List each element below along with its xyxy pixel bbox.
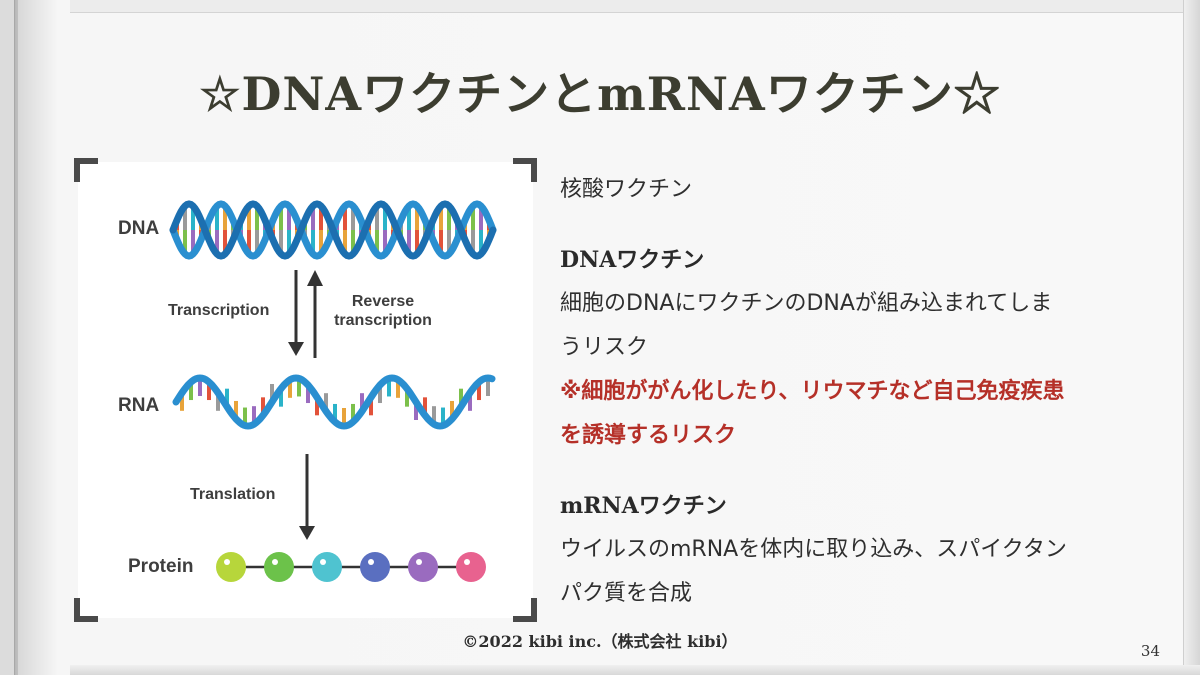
mrna-vaccine-desc-line1: ウイルスのmRNAを体内に取り込み、スパイクタン — [560, 537, 1067, 562]
transcription-label: Transcription — [168, 302, 269, 319]
translation-label: Translation — [190, 486, 275, 503]
dna-label: DNA — [118, 218, 159, 239]
slide-content: 核酸ワクチン DNAワクチン 細胞のDNAにワクチンのDNAが組み込まれてしま … — [560, 168, 1160, 616]
protein-bead-highlight — [320, 559, 326, 565]
nucleic-acid-vaccine-intro: 核酸ワクチン — [560, 177, 693, 202]
protein-beads — [216, 552, 486, 582]
protein-label: Protein — [128, 556, 193, 577]
protein-bead-highlight — [224, 559, 230, 565]
mrna-vaccine-heading: mRNAワクチン — [560, 493, 727, 519]
translation-arrow-down — [299, 454, 315, 540]
rna-label: RNA — [118, 395, 159, 416]
frame-corner-top-left — [74, 158, 98, 182]
protein-bead-highlight — [272, 559, 278, 565]
rna-strand — [172, 374, 496, 430]
protein-bead-highlight — [368, 559, 374, 565]
reverse-label-line2: transcription — [334, 312, 432, 329]
page-number: 34 — [1140, 642, 1160, 660]
protein-bead — [216, 552, 246, 582]
dna-vaccine-desc-line1: 細胞のDNAにワクチンのDNAが組み込まれてしま — [560, 291, 1053, 316]
slide-title: ☆DNAワクチンとmRNAワクチン☆ — [199, 67, 1001, 121]
protein-bead — [408, 552, 438, 582]
dna-vaccine-risk-line1: ※細胞ががん化したり、リウマチなど自己免疫疾患 — [560, 379, 1065, 404]
protein-bead — [360, 552, 390, 582]
copyright-footer: ©2022 kibi inc.（株式会社 kibi） — [462, 632, 738, 651]
mrna-vaccine-desc-line2: パク質を合成 — [560, 581, 693, 606]
protein-bead-highlight — [464, 559, 470, 565]
dna-vaccine-desc-line2: うリスク — [560, 335, 649, 360]
central-dogma-diagram: DNA Transcription Reverse transcription … — [118, 200, 497, 582]
page-top-edge — [70, 0, 1200, 13]
frame-corner-bottom-left — [74, 598, 98, 622]
page-bottom-edge — [70, 665, 1200, 675]
reverse-transcription-arrow-up — [307, 270, 323, 358]
protein-bead — [456, 552, 486, 582]
protein-bead — [264, 552, 294, 582]
dna-rna-protein-figure: DNA Transcription Reverse transcription … — [74, 158, 537, 622]
frame-corner-bottom-right — [513, 598, 537, 622]
protein-bead — [312, 552, 342, 582]
dna-strand-b — [169, 200, 497, 260]
protein-bead-highlight — [416, 559, 422, 565]
reverse-label-line1: Reverse — [352, 293, 414, 310]
transcription-arrow-down — [288, 270, 304, 356]
page-right-edge — [1183, 0, 1200, 675]
dna-vaccine-heading: DNAワクチン — [560, 247, 705, 273]
frame-corner-top-right — [513, 158, 537, 182]
dna-vaccine-risk-line2: を誘導するリスク — [560, 423, 737, 448]
